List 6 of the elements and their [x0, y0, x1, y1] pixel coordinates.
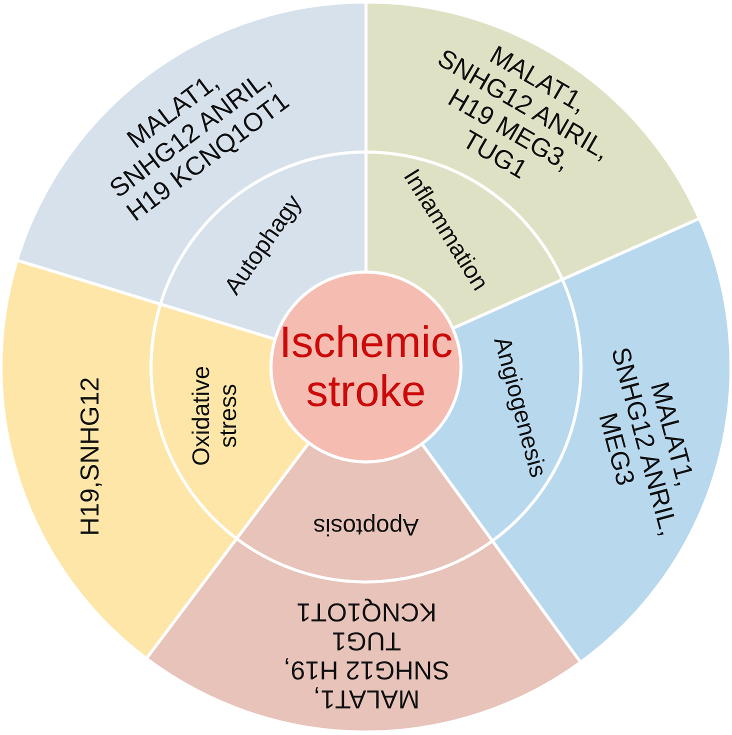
gene-list: H19,SNHG12	[76, 356, 105, 557]
gene-list: MALAT1, SNHG12 H19, TUG1 KCNQ1OT1	[258, 597, 474, 714]
category-label: Apoptosis	[312, 512, 420, 538]
gene-list: MALAT1, SNHG12 ANRIL, MEG3	[574, 326, 714, 557]
center-title: Ischemic stroke	[278, 318, 454, 416]
category-label: Oxidative stress	[188, 364, 243, 468]
